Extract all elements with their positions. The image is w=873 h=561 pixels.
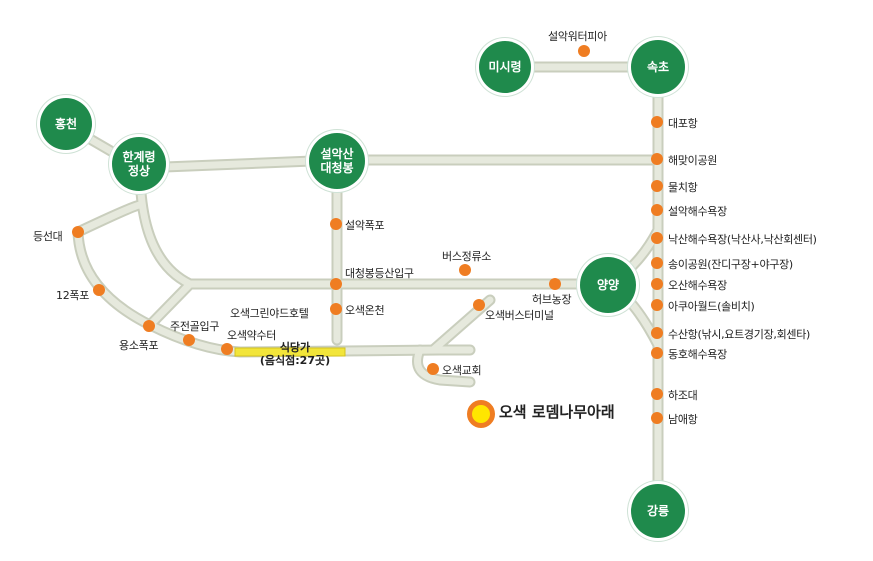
poi-label-songi-park[interactable]: 송이공원(잔디구장+야구장) [668, 258, 793, 271]
poi-label-osaek-green-yard[interactable]: 오색그린야드호텔 [230, 307, 309, 320]
city-hangyeryeong[interactable]: 한계령 정상 [112, 137, 166, 191]
poi-label-yongso-falls[interactable]: 용소폭포 [119, 339, 159, 352]
poi-dot-osaek-terminal [473, 299, 485, 311]
city-gangneung[interactable]: 강릉 [631, 484, 685, 538]
poi-label-bus-stop[interactable]: 버스정류소 [442, 250, 492, 263]
poi-dot-aquaworld [651, 299, 663, 311]
destination-label[interactable]: 오색 로뎀나무아래 [499, 403, 615, 421]
poi-label-osaek-church[interactable]: 오색교회 [442, 364, 482, 377]
poi-dot-seorak-falls [330, 218, 342, 230]
poi-dot-namaehang [651, 412, 663, 424]
poi-label-seorak-falls[interactable]: 설악폭포 [345, 219, 385, 232]
poi-dot-daecheongbong-entrance [330, 278, 342, 290]
poi-dot-deungseondae [72, 226, 84, 238]
poi-label-jujeongol[interactable]: 주전골입구 [170, 320, 220, 333]
poi-label-hajodae[interactable]: 하조대 [668, 389, 698, 402]
city-hongcheon[interactable]: 홍천 [40, 98, 92, 150]
city-yangyang[interactable]: 양양 [580, 257, 636, 313]
poi-label-haemaji[interactable]: 해맞이공원 [668, 154, 718, 167]
city-misiryeong[interactable]: 미시령 [479, 41, 531, 93]
poi-dot-daepohang [651, 116, 663, 128]
poi-label-naksan-beach[interactable]: 낙산해수욕장(낙산사,낙산회센터) [668, 233, 817, 246]
poi-label-dongho-beach[interactable]: 동호해수욕장 [668, 348, 727, 361]
poi-dot-susanhang [651, 327, 663, 339]
poi-label-seorak-beach[interactable]: 설악해수욕장 [668, 205, 727, 218]
poi-label-daecheongbong-entrance[interactable]: 대청봉등산입구 [345, 267, 414, 280]
poi-dot-herb-farm [549, 278, 561, 290]
restaurant-street-label[interactable]: 식당가 (음식점:27곳) [259, 341, 331, 367]
poi-dot-seorak-beach [651, 204, 663, 216]
poi-dot-haemaji [651, 153, 663, 165]
poi-dot-osaek-yaksu [221, 343, 233, 355]
poi-label-12-falls[interactable]: 12폭포 [56, 289, 90, 302]
city-seoraksan[interactable]: 설악산 대청봉 [309, 133, 365, 189]
poi-label-osaek-yaksu[interactable]: 오색약수터 [227, 329, 277, 342]
poi-dot-osaek-church [427, 363, 439, 375]
poi-dot-jujeongol [183, 334, 195, 346]
poi-dot-osan-beach [651, 278, 663, 290]
poi-label-osaek-terminal[interactable]: 오색버스터미널 [485, 309, 554, 322]
poi-dot-mulchihang [651, 180, 663, 192]
poi-label-namaehang[interactable]: 남애항 [668, 413, 698, 426]
poi-dot-songi-park [651, 257, 663, 269]
city-sokcho[interactable]: 속초 [631, 40, 685, 94]
poi-label-susanhang[interactable]: 수산항(낚시,요트경기장,회센타) [668, 328, 811, 341]
poi-label-waterpia[interactable]: 설악워터피아 [548, 30, 607, 43]
poi-dot-dongho-beach [651, 347, 663, 359]
poi-dot-hajodae [651, 388, 663, 400]
poi-label-osaek-oncheon[interactable]: 오색온천 [345, 304, 385, 317]
poi-dot-waterpia [578, 45, 590, 57]
poi-dot-12-falls [93, 284, 105, 296]
poi-label-mulchihang[interactable]: 물치항 [668, 181, 698, 194]
poi-dot-naksan-beach [651, 232, 663, 244]
poi-label-deungseondae[interactable]: 등선대 [33, 230, 63, 243]
poi-label-herb-farm[interactable]: 허브농장 [532, 293, 572, 306]
restaurant-street-highlight [234, 347, 346, 357]
poi-dot-bus-stop [459, 264, 471, 276]
poi-dot-osaek-oncheon [330, 303, 342, 315]
poi-label-aquaworld[interactable]: 아쿠아월드(솔비치) [668, 300, 755, 313]
poi-label-daepohang[interactable]: 대포항 [668, 117, 698, 130]
poi-dot-yongso-falls [143, 320, 155, 332]
poi-label-osan-beach[interactable]: 오산해수욕장 [668, 279, 727, 292]
destination-marker[interactable] [467, 400, 495, 428]
